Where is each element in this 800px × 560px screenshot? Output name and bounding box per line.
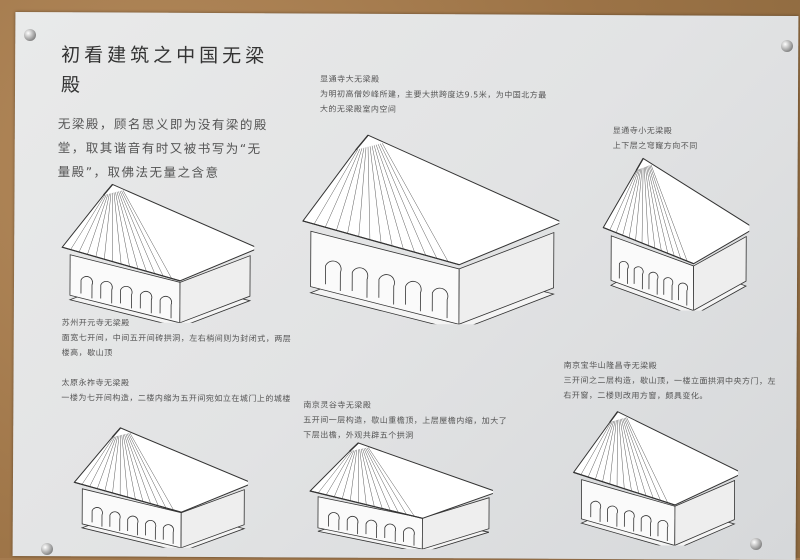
longchang-building-drawing — [568, 400, 739, 546]
caption-yongzuo: 太原永祚寺无梁殿一楼为七开间构造，二楼内缩为五开间宛如立在城门上的城楼 — [61, 375, 296, 406]
poster-title: 初看建筑之中国无梁殿 — [61, 40, 281, 101]
caption-xiantong-large: 显通寺大无梁殿为明初高僧妙峰所建，主要大拱跨度达9.5米，为中国北方最大的无梁殿… — [320, 72, 550, 118]
caption-title: 显通寺大无梁殿 — [320, 72, 550, 88]
caption-desc: 一楼为七开间构造，二楼内缩为五开间宛如立在城门上的城楼 — [61, 390, 296, 406]
xiantong-small-building-drawing — [599, 145, 750, 311]
pushpin — [750, 538, 762, 550]
linggu-building-drawing — [303, 433, 494, 549]
poster: 初看建筑之中国无梁殿 无梁殿，顾名思义即为没有梁的殿堂，取其谐音有时又被书写为“… — [13, 12, 799, 560]
kaiyuan-building-drawing — [54, 172, 255, 323]
title-line-2: 殿 — [61, 70, 281, 101]
caption-desc: 面宽七开间，中间五开间砖拱洞，左右梢间则为封闭式，两层楼高，歇山顶 — [62, 330, 297, 361]
pushpin — [781, 40, 793, 52]
yongzuo-building-drawing — [68, 417, 249, 548]
caption-longchang: 南京宝华山隆昌寺无梁殿三开间之二层构造，歇山顶，一楼立面拱洞中央方门，左右开窗，… — [563, 358, 783, 404]
caption-title: 太原永祚寺无梁殿 — [61, 375, 296, 391]
caption-desc: 为明初高僧妙峰所建，主要大拱跨度达9.5米，为中国北方最大的无梁殿室内空间 — [320, 87, 550, 118]
title-line-1: 初看建筑之中国无梁 — [61, 40, 281, 71]
caption-title: 显通寺小无梁殿 — [613, 123, 733, 139]
xiantong-large-building-drawing — [289, 118, 560, 324]
pushpin — [41, 543, 53, 555]
pushpin — [24, 29, 36, 41]
caption-title: 南京灵谷寺无梁殿 — [303, 397, 513, 413]
caption-title: 南京宝华山隆昌寺无梁殿 — [564, 358, 784, 374]
